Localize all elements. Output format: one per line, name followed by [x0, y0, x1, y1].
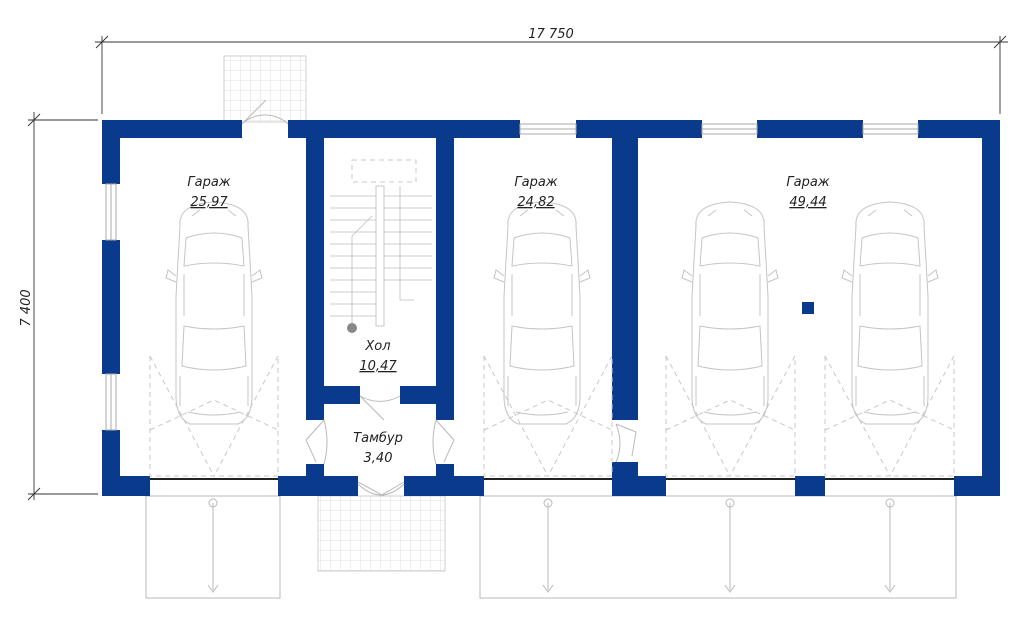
- room-name: Гараж: [514, 175, 557, 190]
- doors: [241, 99, 637, 497]
- car-4: [841, 201, 939, 425]
- driveways: [145, 495, 957, 599]
- car-3: [681, 201, 779, 425]
- paving-bottom: [317, 495, 446, 572]
- dimension-width: 17 750: [95, 27, 1008, 114]
- room-area: 10,47: [359, 359, 397, 374]
- paving-top: [223, 55, 307, 123]
- room-area: 49,44: [789, 195, 826, 210]
- room-name: Хол: [364, 339, 390, 354]
- room-name: Тамбур: [353, 431, 403, 446]
- room-name: Гараж: [187, 175, 230, 190]
- car-2: [493, 201, 591, 425]
- room-area: 25,97: [190, 195, 228, 210]
- car-1: [165, 201, 263, 425]
- garage-swing-lines: [149, 355, 955, 477]
- dimension-height: 7 400: [19, 112, 98, 501]
- room-vestibule: Тамбур 3,40: [353, 431, 403, 466]
- room-garage-3: Гараж 49,44: [786, 175, 829, 210]
- room-area: 3,40: [364, 451, 393, 466]
- room-area: 24,82: [517, 195, 554, 210]
- walls: [102, 120, 1000, 496]
- room-hall: Хол 10,47: [359, 339, 397, 374]
- room-garage-2: Гараж 24,82: [514, 175, 557, 210]
- room-name: Гараж: [786, 175, 829, 190]
- height-label: 7 400: [19, 289, 34, 326]
- room-garage-1: Гараж 25,97: [187, 175, 230, 210]
- staircase: [330, 159, 432, 333]
- width-label: 17 750: [528, 27, 574, 42]
- windows: [105, 123, 919, 431]
